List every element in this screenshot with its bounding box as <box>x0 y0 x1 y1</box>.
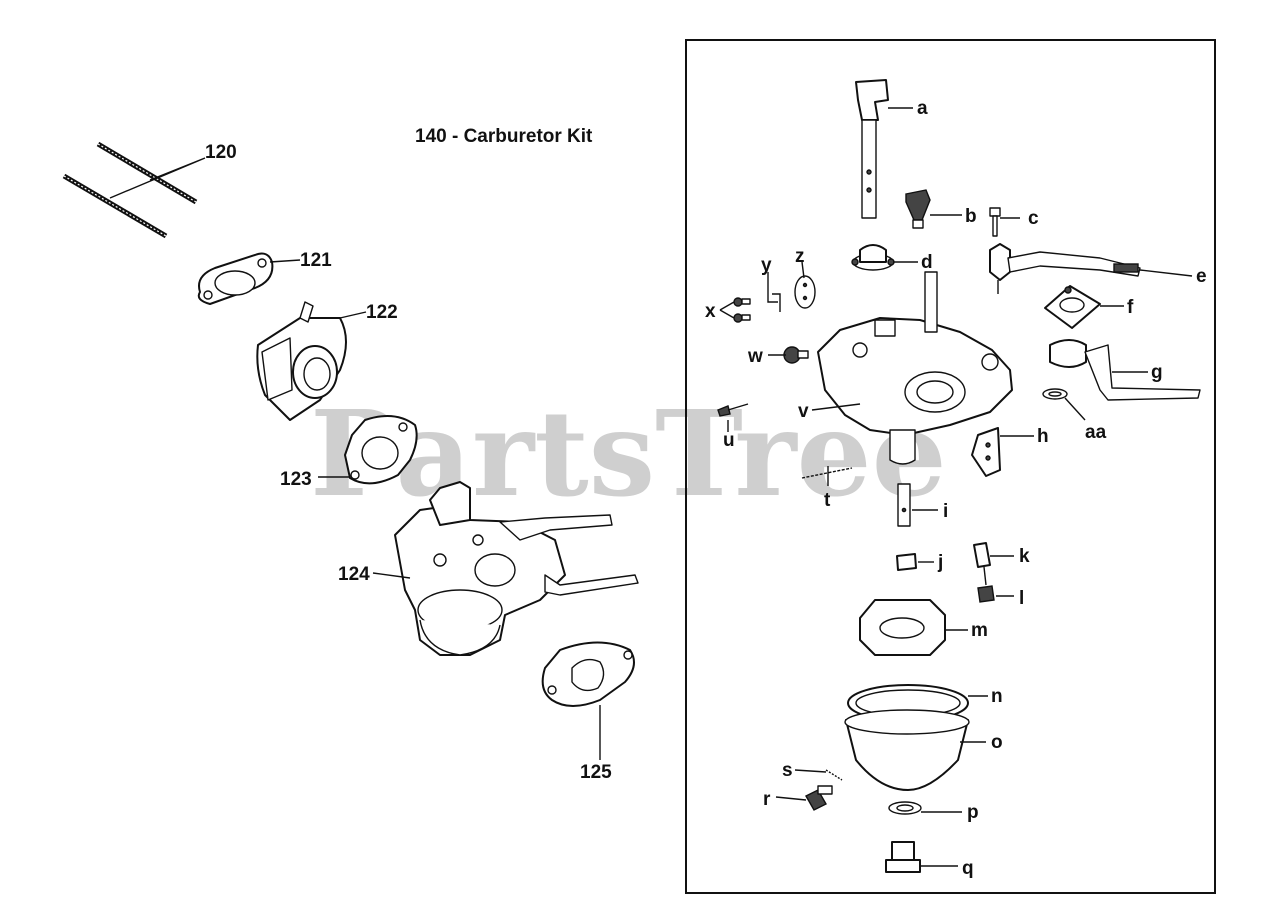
callout-g[interactable]: g <box>1151 362 1163 383</box>
callout-h[interactable]: h <box>1037 426 1049 447</box>
leader-v <box>811 403 861 411</box>
callout-122[interactable]: 122 <box>366 302 398 323</box>
part-j-jet[interactable] <box>896 553 917 571</box>
part-124-carburetor[interactable] <box>394 481 639 656</box>
callout-d[interactable]: d <box>921 252 933 273</box>
part-122-spacer[interactable] <box>256 301 347 421</box>
callout-z[interactable]: z <box>795 246 805 267</box>
part-o-bowl[interactable] <box>844 709 970 791</box>
leader-r <box>775 796 807 801</box>
leader-122 <box>339 311 367 319</box>
part-w-screw[interactable] <box>783 346 809 364</box>
callout-f[interactable]: f <box>1127 297 1134 318</box>
callout-124[interactable]: 124 <box>338 564 370 585</box>
callout-v[interactable]: v <box>798 401 809 422</box>
part-r-screw[interactable] <box>805 785 833 811</box>
part-g-lever[interactable] <box>1049 339 1201 401</box>
kit-frame <box>685 39 1216 894</box>
callout-k[interactable]: k <box>1019 546 1030 567</box>
part-123-gasket[interactable] <box>344 415 418 485</box>
callout-q[interactable]: q <box>962 858 974 879</box>
callout-b[interactable]: b <box>965 206 977 227</box>
part-z-disc[interactable] <box>794 275 816 309</box>
leader-aa <box>1064 397 1086 421</box>
callout-o[interactable]: o <box>991 732 1003 753</box>
part-m-float[interactable] <box>859 599 946 656</box>
leader-121 <box>269 259 301 263</box>
part-l-spring[interactable] <box>977 585 995 603</box>
part-i-tube[interactable] <box>897 483 911 527</box>
part-v-carburetor-body[interactable] <box>817 271 1013 465</box>
callout-y[interactable]: y <box>761 255 772 276</box>
callout-s[interactable]: s <box>782 760 793 781</box>
callout-j[interactable]: j <box>937 552 943 573</box>
callout-m[interactable]: m <box>971 620 988 641</box>
callout-e[interactable]: e <box>1196 266 1207 287</box>
callout-p[interactable]: p <box>967 802 979 823</box>
leader-z <box>801 261 805 279</box>
part-120-studs[interactable] <box>62 141 198 239</box>
callout-u[interactable]: u <box>723 430 735 451</box>
callout-120[interactable]: 120 <box>205 142 237 163</box>
callout-123[interactable]: 123 <box>280 469 312 490</box>
leader-x <box>719 301 735 319</box>
callout-w[interactable]: w <box>747 346 763 367</box>
part-d-valve[interactable] <box>851 244 895 271</box>
part-aa-washer[interactable] <box>1042 388 1068 400</box>
callout-aa[interactable]: aa <box>1085 422 1107 443</box>
callout-a[interactable]: a <box>917 98 928 119</box>
part-p-washer[interactable] <box>888 801 922 815</box>
part-b-jet[interactable] <box>905 189 931 229</box>
part-s-spring[interactable] <box>825 769 843 781</box>
part-c-screw[interactable] <box>989 207 1001 237</box>
part-t-spring[interactable] <box>801 467 853 479</box>
part-e-throttle-lever[interactable] <box>989 243 1141 294</box>
leader-s <box>794 769 827 773</box>
callout-i[interactable]: i <box>943 501 948 522</box>
part-125-gasket[interactable] <box>541 641 635 707</box>
part-k-needle[interactable] <box>973 542 991 586</box>
callout-121[interactable]: 121 <box>300 250 332 271</box>
callout-t[interactable]: t <box>824 490 831 511</box>
part-q-bolt[interactable] <box>885 841 921 873</box>
callout-l[interactable]: l <box>1019 588 1024 609</box>
callout-r[interactable]: r <box>763 789 771 810</box>
kit-title: 140 - Carburetor Kit <box>415 126 593 147</box>
part-121-gasket[interactable] <box>197 252 274 305</box>
leader-120 <box>109 157 206 199</box>
part-a-choke-shaft[interactable] <box>855 79 889 219</box>
callout-c[interactable]: c <box>1028 208 1039 229</box>
part-h-gasket[interactable] <box>971 427 1001 477</box>
callout-n[interactable]: n <box>991 686 1003 707</box>
callout-125[interactable]: 125 <box>580 762 612 783</box>
callout-x[interactable]: x <box>705 301 716 322</box>
part-x-screws[interactable] <box>733 297 751 323</box>
part-y-clip[interactable] <box>767 286 781 312</box>
part-f-diaphragm[interactable] <box>1044 285 1101 329</box>
part-u-pin[interactable] <box>717 403 749 417</box>
leader-e <box>1139 269 1193 277</box>
leader-124 <box>372 572 411 579</box>
